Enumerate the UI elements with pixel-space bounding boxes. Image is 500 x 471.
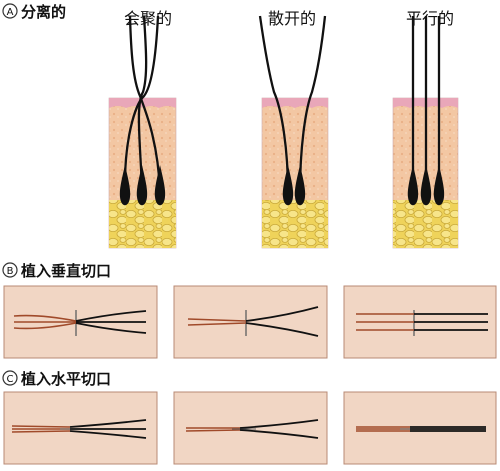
section-c-header: C 植入水平切口 (2, 370, 111, 388)
incision-panel (3, 391, 158, 465)
horizontal-incision-converging (3, 391, 158, 465)
horizontal-incision-diverging (173, 391, 328, 465)
hair-bulbs (119, 165, 166, 206)
vertical-incision-parallel (343, 285, 497, 359)
section-a-marker: A (7, 7, 14, 18)
skin-block-parallel (392, 16, 459, 249)
column-label-converging: 会聚的 (124, 9, 172, 28)
skin-block-diverging (258, 15, 329, 249)
hair-shafts (239, 419, 319, 439)
hair-shafts (69, 419, 147, 439)
hair-shafts (245, 306, 319, 337)
section-b-marker: B (7, 266, 14, 277)
column-label-diverging: 散开的 (268, 9, 316, 28)
section-b-title: 植入垂直切口 (21, 262, 111, 280)
hair-strands (258, 15, 327, 193)
hair-roots (356, 313, 414, 331)
section-a-header: A 分离的 (2, 3, 66, 21)
hair-bulbs (282, 165, 306, 206)
fat-layer (393, 200, 458, 248)
vertical-incision-diverging (173, 285, 328, 359)
hair-strands (123, 15, 162, 193)
hair-roots (185, 427, 241, 432)
section-a-title: 分离的 (21, 3, 66, 21)
vertical-incision-converging (3, 285, 158, 359)
horizontal-incision-parallel (343, 391, 497, 465)
hair-shafts (414, 313, 488, 331)
section-b-marker-circle (2, 262, 18, 278)
incision-panel (173, 285, 328, 359)
section-b-header: B 植入垂直切口 (2, 262, 111, 280)
hair-shafts (75, 310, 147, 334)
hair-roots (187, 318, 247, 326)
hair-shafts (410, 426, 486, 432)
hair-roots (13, 314, 77, 330)
column-label-parallel: 平行的 (406, 9, 454, 28)
incision-panel (343, 391, 497, 465)
skin-block-converging (108, 15, 177, 249)
hair-strands (411, 16, 441, 192)
fat-layer (262, 200, 328, 248)
section-c-title: 植入水平切口 (21, 370, 111, 388)
section-a-marker-circle (2, 3, 18, 19)
section-c-marker-circle (2, 370, 18, 386)
hair-bulbs (407, 165, 445, 206)
section-c-marker: C (7, 374, 14, 385)
fat-layer (109, 200, 176, 248)
